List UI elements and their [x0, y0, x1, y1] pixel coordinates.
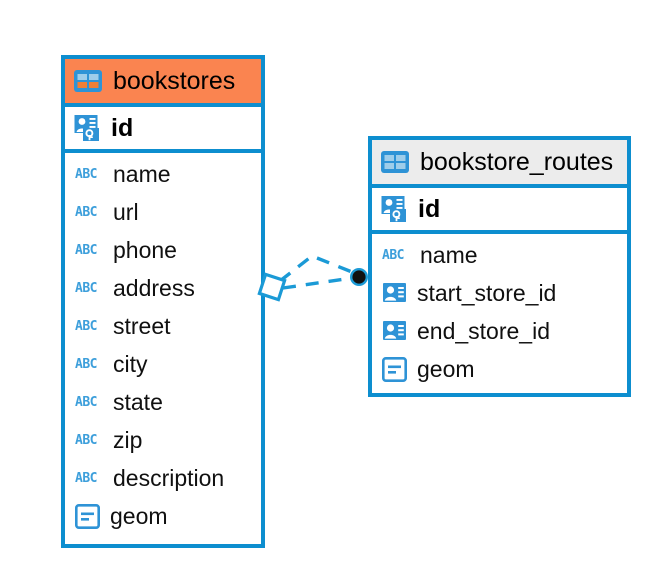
relationship-line-upper: [278, 254, 353, 283]
entity-bookstore-routes[interactable]: bookstore_routes id: [368, 136, 631, 397]
field-label: phone: [113, 236, 177, 263]
entity-bookstores-header[interactable]: bookstores: [65, 59, 261, 107]
entity-bookstores-primary-key-label: id: [111, 113, 134, 142]
field-row[interactable]: ABC name: [372, 236, 627, 274]
field-row[interactable]: ABC phone: [65, 231, 261, 269]
field-row[interactable]: ABC address: [65, 269, 261, 307]
field-label: url: [113, 198, 139, 225]
abc-icon: ABC: [75, 166, 97, 182]
field-label: name: [420, 241, 478, 268]
primary-key-icon: [381, 195, 409, 223]
field-row[interactable]: ABC street: [65, 307, 261, 345]
geometry-icon: [382, 356, 407, 382]
relationship-line-lower: [282, 276, 353, 290]
abc-icon: ABC: [75, 356, 97, 372]
entity-bookstore-routes-title: bookstore_routes: [420, 147, 614, 176]
field-label: street: [113, 312, 171, 339]
field-row[interactable]: ABC url: [65, 193, 261, 231]
abc-icon: ABC: [75, 204, 97, 220]
field-label: start_store_id: [417, 279, 557, 306]
field-label: name: [113, 160, 171, 187]
field-label: geom: [110, 502, 168, 529]
field-row[interactable]: start_store_id: [372, 274, 627, 312]
foreign-key-icon: [382, 281, 407, 306]
abc-icon: ABC: [75, 394, 97, 410]
abc-icon: ABC: [382, 247, 404, 263]
entity-bookstores-title: bookstores: [113, 66, 236, 95]
entity-bookstore-routes-primary-key-row[interactable]: id: [372, 188, 627, 234]
table-icon: [381, 151, 409, 173]
field-label: description: [113, 464, 225, 491]
abc-icon: ABC: [75, 318, 97, 334]
entity-bookstores-fields: ABC name ABC url ABC phone ABC address A…: [65, 153, 261, 537]
abc-icon: ABC: [75, 432, 97, 448]
table-icon: [74, 70, 102, 92]
field-label: state: [113, 388, 163, 415]
field-label: city: [113, 350, 148, 377]
abc-icon: ABC: [75, 280, 97, 296]
field-row[interactable]: geom: [372, 350, 627, 388]
primary-key-icon: [74, 114, 102, 142]
field-row[interactable]: end_store_id: [372, 312, 627, 350]
field-row[interactable]: ABC city: [65, 345, 261, 383]
abc-icon: ABC: [75, 470, 97, 486]
entity-bookstore-routes-primary-key-label: id: [418, 194, 441, 223]
entity-bookstore-routes-header[interactable]: bookstore_routes: [372, 140, 627, 188]
filled-circle-icon: [350, 268, 368, 286]
field-label: address: [113, 274, 195, 301]
geometry-icon: [75, 503, 100, 529]
foreign-key-icon: [382, 319, 407, 344]
field-label: geom: [417, 355, 475, 382]
field-row[interactable]: ABC description: [65, 459, 261, 497]
abc-icon: ABC: [75, 242, 97, 258]
entity-bookstores[interactable]: bookstores id: [61, 55, 265, 548]
field-label: end_store_id: [417, 317, 550, 344]
field-row[interactable]: ABC zip: [65, 421, 261, 459]
field-row[interactable]: geom: [65, 497, 261, 535]
entity-bookstore-routes-fields: ABC name start_store_id: [372, 234, 627, 390]
field-row[interactable]: ABC state: [65, 383, 261, 421]
field-row[interactable]: ABC name: [65, 155, 261, 193]
entity-bookstores-primary-key-row[interactable]: id: [65, 107, 261, 153]
field-label: zip: [113, 426, 143, 453]
